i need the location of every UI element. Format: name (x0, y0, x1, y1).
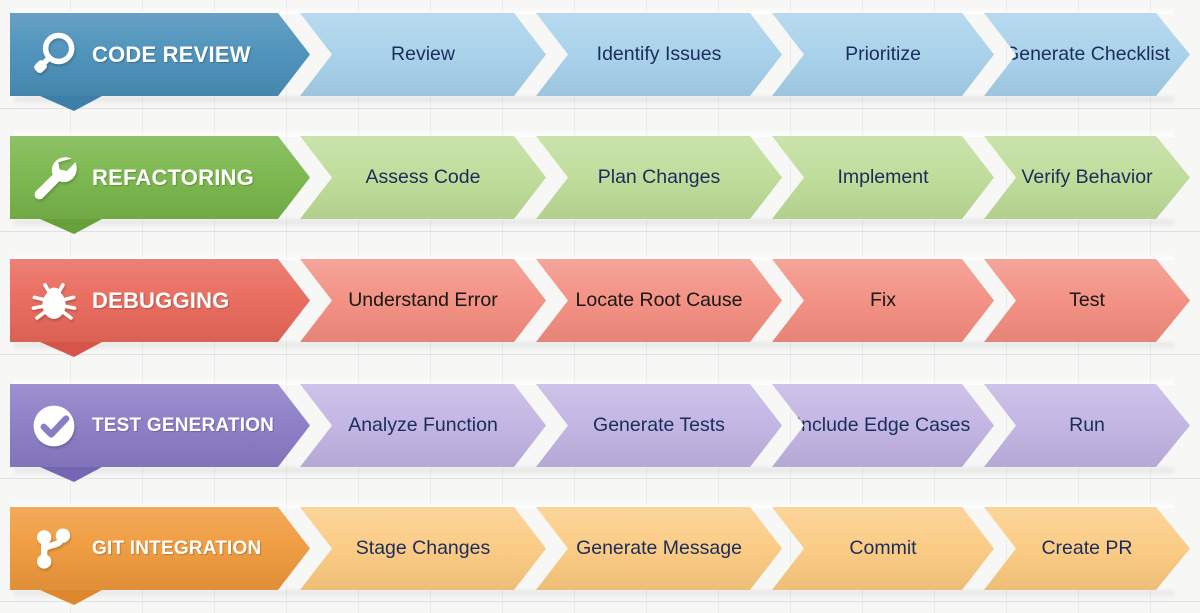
workflow-step-label: Locate Root Cause (575, 289, 743, 311)
check-circle-icon (26, 398, 82, 454)
git-branch-icon (37, 527, 71, 569)
workflow-head-label: DEBUGGING (92, 287, 230, 313)
workflow-step-debugging-2[interactable]: Locate Root Cause (536, 259, 782, 342)
workflow-step-label: Identify Issues (596, 43, 722, 65)
workflow-row-inner: Review Identify Issues Prioritize Generate … (0, 8, 1200, 111)
workflow-head-label: REFACTORING (92, 164, 254, 190)
row-top-highlight (14, 379, 1174, 385)
workflow-head-refactoring[interactable]: REFACTORING (10, 136, 310, 219)
workflow-step-git-integration-2[interactable]: Generate Message (536, 507, 782, 590)
workflow-step-label: Verify Behavior (1021, 166, 1153, 188)
workflow-step-label: Include Edge Cases (795, 414, 971, 436)
bug-icon (26, 273, 82, 329)
git-branch-icon (26, 521, 82, 577)
row-top-highlight (14, 8, 1174, 14)
workflow-head-label: TEST GENERATION (92, 414, 275, 436)
workflow-step-git-integration-4[interactable]: Create PR (984, 507, 1190, 590)
magnifier-icon (34, 32, 75, 73)
workflow-step-label: Create PR (1041, 537, 1133, 559)
workflow-steps: Understand Error Locate Root Cause Fix Test (300, 259, 1190, 342)
row-drop-shadow (14, 343, 1174, 350)
workflow-step-label: Fix (870, 289, 896, 311)
workflow-step-code-review-2[interactable]: Identify Issues (536, 13, 782, 96)
workflow-step-label: Commit (849, 537, 917, 559)
workflow-step-label: Plan Changes (597, 166, 721, 188)
workflow-row-refactoring: Assess Code Plan Changes Implement Verify B… (0, 131, 1200, 234)
workflow-row-git-integration: Stage Changes Generate Message Commit Creat… (0, 502, 1200, 605)
workflow-step-debugging-1[interactable]: Understand Error (300, 259, 546, 342)
workflow-row-inner: Stage Changes Generate Message Commit Creat… (0, 502, 1200, 605)
workflow-step-refactoring-4[interactable]: Verify Behavior (984, 136, 1190, 219)
workflow-step-label: Prioritize (845, 43, 921, 65)
workflow-row-inner: Analyze Function Generate Tests Include Ed… (0, 379, 1200, 482)
row-drop-shadow (14, 591, 1174, 598)
workflow-step-debugging-4[interactable]: Test (984, 259, 1190, 342)
workflow-steps: Analyze Function Generate Tests Include Ed… (300, 384, 1190, 467)
workflow-step-label: Implement (837, 166, 929, 188)
workflow-step-refactoring-3[interactable]: Implement (772, 136, 994, 219)
workflow-step-code-review-4[interactable]: Generate Checklist (984, 13, 1190, 96)
workflow-step-code-review-3[interactable]: Prioritize (772, 13, 994, 96)
workflow-step-label: Review (391, 43, 455, 65)
workflow-row-debugging: Understand Error Locate Root Cause Fix Test… (0, 254, 1200, 357)
row-top-highlight (14, 502, 1174, 508)
row-drop-shadow (14, 97, 1174, 104)
workflow-step-label: Analyze Function (348, 414, 498, 436)
workflow-step-test-generation-1[interactable]: Analyze Function (300, 384, 546, 467)
workflow-row-test-generation: Analyze Function Generate Tests Include Ed… (0, 379, 1200, 482)
row-drop-shadow (14, 468, 1174, 475)
workflow-row-inner: Assess Code Plan Changes Implement Verify B… (0, 131, 1200, 234)
check-circle-icon (33, 405, 75, 446)
workflow-steps: Assess Code Plan Changes Implement Verify B… (300, 136, 1190, 219)
workflow-head-label: GIT INTEGRATION (92, 537, 262, 559)
workflow-step-test-generation-3[interactable]: Include Edge Cases (772, 384, 994, 467)
workflow-head-label: CODE REVIEW (92, 41, 251, 67)
workflow-step-code-review-1[interactable]: Review (300, 13, 546, 96)
workflow-head-git-integration[interactable]: GIT INTEGRATION (10, 507, 310, 590)
workflow-head-test-generation[interactable]: TEST GENERATION (10, 384, 310, 467)
row-top-highlight (14, 131, 1174, 137)
workflow-step-label: Assess Code (365, 166, 481, 188)
workflow-steps: Review Identify Issues Prioritize Generate … (300, 13, 1190, 96)
wrench-icon (26, 150, 82, 206)
workflow-row-code-review: Review Identify Issues Prioritize Generate … (0, 8, 1200, 111)
workflow-head-debugging[interactable]: DEBUGGING (10, 259, 310, 342)
workflow-step-git-integration-3[interactable]: Commit (772, 507, 994, 590)
workflow-step-label: Stage Changes (355, 537, 491, 559)
workflow-step-label: Generate Tests (593, 414, 725, 436)
workflow-step-label: Generate Message (576, 537, 742, 559)
wrench-icon (34, 156, 77, 199)
workflow-step-test-generation-2[interactable]: Generate Tests (536, 384, 782, 467)
workflow-step-refactoring-2[interactable]: Plan Changes (536, 136, 782, 219)
workflow-steps: Stage Changes Generate Message Commit Creat… (300, 507, 1190, 590)
magnifier-icon (26, 27, 82, 83)
workflow-step-test-generation-4[interactable]: Run (984, 384, 1190, 467)
workflow-step-label: Test (1069, 289, 1105, 311)
row-top-highlight (14, 254, 1174, 260)
workflow-step-refactoring-1[interactable]: Assess Code (300, 136, 546, 219)
workflow-row-inner: Understand Error Locate Root Cause Fix Test… (0, 254, 1200, 357)
workflow-step-label: Understand Error (348, 289, 498, 311)
bug-icon (31, 282, 77, 320)
workflow-step-debugging-3[interactable]: Fix (772, 259, 994, 342)
workflow-step-label: Run (1069, 414, 1105, 436)
workflow-step-git-integration-1[interactable]: Stage Changes (300, 507, 546, 590)
workflow-step-label: Generate Checklist (1004, 43, 1170, 65)
workflow-head-code-review[interactable]: CODE REVIEW (10, 13, 310, 96)
row-drop-shadow (14, 220, 1174, 227)
